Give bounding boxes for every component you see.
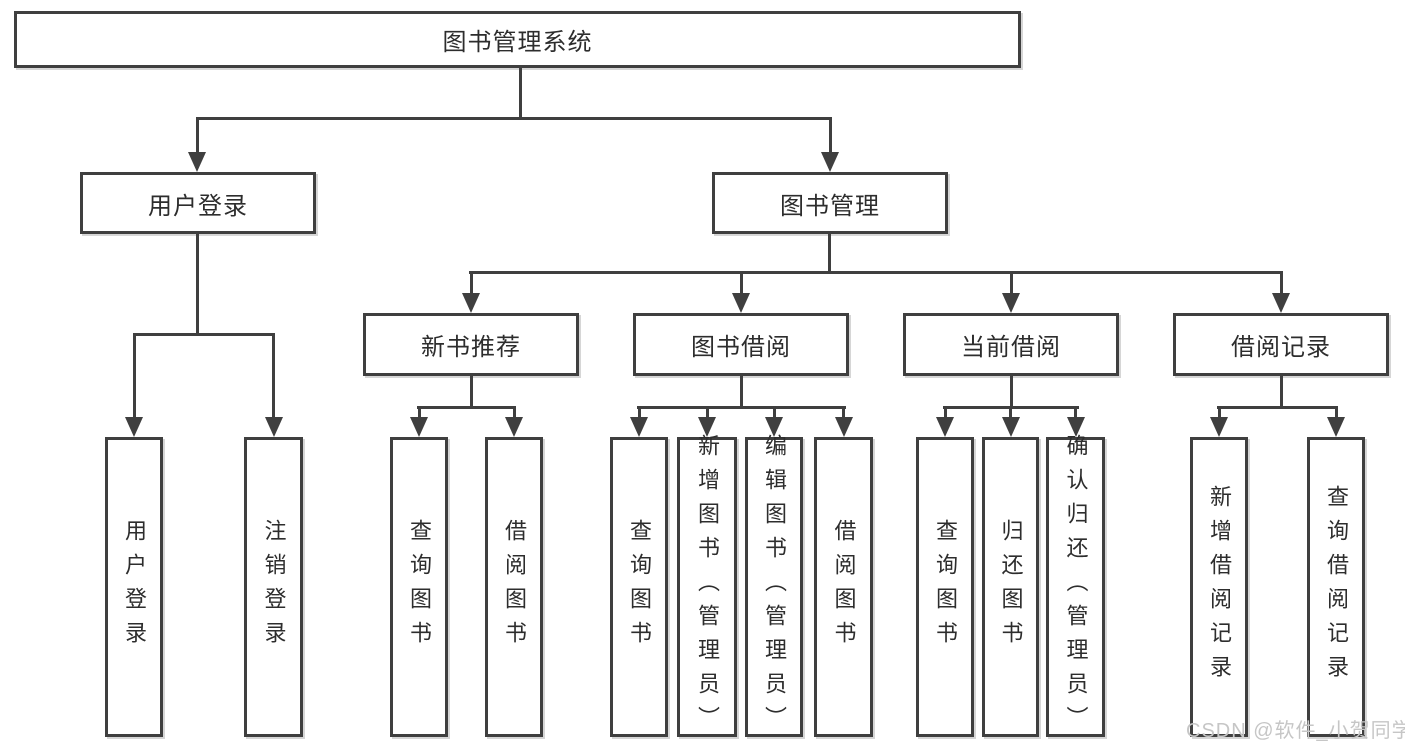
arrowhead-down-icon [630, 417, 648, 437]
connector-vline [828, 233, 831, 274]
connector-vline [470, 375, 473, 408]
connector-vline [773, 406, 776, 419]
node-label: 图书管理 [780, 192, 880, 220]
connector-vline [418, 406, 421, 419]
leaf-bb-add-books-admin: 新增图书（管理员） [677, 434, 737, 740]
node-label: 借阅图书 [502, 519, 527, 655]
node-label: 借阅图书 [831, 519, 857, 655]
connector-vline [1010, 375, 1013, 408]
leaf-bb-borrow-books: 借阅图书 [814, 437, 873, 737]
node-label: 注销登录 [261, 519, 287, 655]
leaf-logout: 注销登录 [244, 437, 303, 737]
node-label: 查询借阅记录 [1324, 485, 1349, 689]
leaf-br-add-borrow-record: 新增借阅记录 [1190, 437, 1248, 737]
node-label: 借阅记录 [1231, 334, 1331, 361]
node-borrowing-records: 借阅记录 [1173, 313, 1389, 376]
connector-vline [1280, 271, 1283, 295]
connector-vline [740, 271, 743, 295]
leaf-cb-confirm-return-admin: 确认归还（管理员） [1046, 434, 1105, 740]
leaf-bb-query-books: 查询图书 [610, 437, 668, 737]
connector-vline [133, 333, 136, 418]
leaf-nbr-borrow-books: 借阅图书 [485, 437, 543, 737]
node-label: 当前借阅 [961, 334, 1061, 361]
connector-hline [196, 117, 832, 120]
arrowhead-down-icon [821, 152, 839, 172]
node-label: 新增图书（管理员） [695, 434, 720, 740]
arrowhead-down-icon [732, 293, 750, 313]
connector-vline [519, 66, 522, 118]
node-label: 新增借阅记录 [1207, 485, 1232, 689]
arrowhead-down-icon [265, 417, 283, 437]
arrowhead-down-icon [835, 417, 853, 437]
connector-hline [417, 406, 516, 409]
node-label: 查询图书 [407, 519, 432, 655]
connector-hline [1217, 406, 1338, 409]
connector-vline [1280, 375, 1283, 408]
connector-vline [470, 271, 473, 295]
connector-vline [1335, 406, 1338, 419]
node-label: 编辑图书（管理员） [762, 434, 787, 740]
csdn-watermark: CSDN @软件_小贺同学 [1186, 720, 1405, 742]
node-current-borrowing: 当前借阅 [903, 313, 1119, 376]
connector-vline [944, 406, 947, 419]
node-label: 查询图书 [933, 519, 958, 655]
arrowhead-down-icon [1002, 293, 1020, 313]
arrowhead-down-icon [125, 417, 143, 437]
arrowhead-down-icon [765, 417, 783, 437]
arrowhead-down-icon [505, 417, 523, 437]
connector-vline [196, 233, 199, 335]
connector-vline [829, 117, 832, 153]
connector-hline [133, 333, 275, 336]
connector-vline [1010, 271, 1013, 295]
connector-vline [513, 406, 516, 419]
node-user-login: 用户登录 [80, 172, 316, 234]
node-label: 图书管理系统 [442, 29, 593, 56]
connector-vline [706, 406, 709, 419]
leaf-cb-return-books: 归还图书 [982, 437, 1039, 737]
arrowhead-down-icon [936, 417, 954, 437]
leaf-bb-edit-books-admin: 编辑图书（管理员） [745, 434, 803, 740]
node-label: 新书推荐 [421, 334, 521, 361]
node-library-management-system: 图书管理系统 [14, 11, 1021, 68]
node-book-borrowing: 图书借阅 [633, 313, 849, 376]
node-book-management: 图书管理 [712, 172, 948, 234]
node-label: 用户登录 [122, 519, 147, 655]
node-label: 图书借阅 [691, 334, 791, 361]
arrowhead-down-icon [1210, 417, 1228, 437]
node-label: 归还图书 [998, 519, 1024, 655]
connector-vline [196, 117, 199, 153]
arrowhead-down-icon [462, 293, 480, 313]
connector-vline [842, 406, 845, 419]
connector-hline [469, 271, 1283, 274]
node-label: 查询图书 [627, 519, 652, 655]
leaf-nbr-query-books: 查询图书 [390, 437, 448, 737]
connector-vline [1074, 406, 1077, 419]
arrowhead-down-icon [1002, 417, 1020, 437]
node-label: 确认归还（管理员） [1063, 434, 1089, 740]
arrowhead-down-icon [1067, 417, 1085, 437]
connector-vline [272, 333, 275, 418]
arrowhead-down-icon [410, 417, 428, 437]
connector-vline [1218, 406, 1221, 419]
leaf-user-login: 用户登录 [105, 437, 163, 737]
arrowhead-down-icon [1272, 293, 1290, 313]
connector-vline [638, 406, 641, 419]
leaf-br-query-borrow-record: 查询借阅记录 [1307, 437, 1365, 737]
arrowhead-down-icon [1327, 417, 1345, 437]
arrowhead-down-icon [188, 152, 206, 172]
leaf-cb-query-books: 查询图书 [916, 437, 974, 737]
node-label: 用户登录 [148, 192, 248, 220]
connector-vline [740, 375, 743, 408]
node-new-book-recommendation: 新书推荐 [363, 313, 579, 376]
connector-vline [1009, 406, 1012, 419]
arrowhead-down-icon [698, 417, 716, 437]
connector-hline [637, 406, 846, 409]
